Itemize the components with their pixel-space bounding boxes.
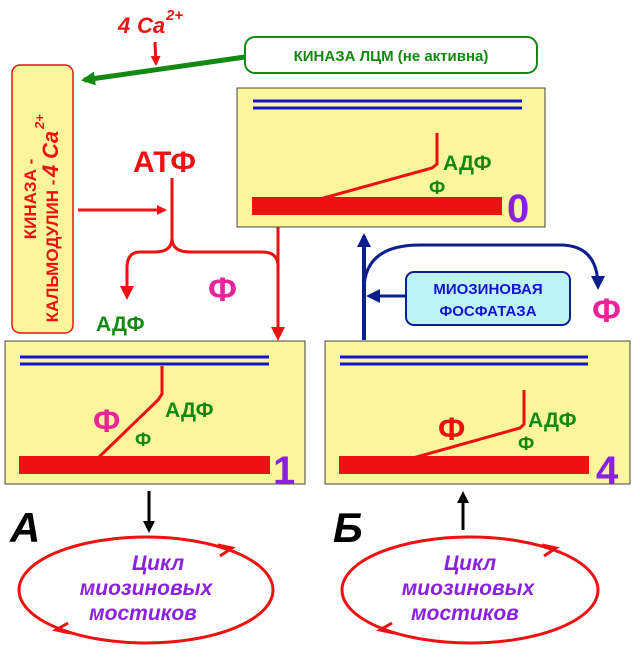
kinase-calmodulin-box [11,64,74,334]
state-4-panel: Ф АДФ Ф 4 [324,340,631,493]
phosphate-release-arrow [362,243,605,291]
state-0-panel: АДФ Ф 0 [236,87,546,231]
state-1-adp: АДФ [165,399,214,422]
cycle-arrowhead-top [541,543,560,558]
kinase-inactive-box [244,36,538,74]
kinase-complex-ion: Ca [38,131,63,159]
panel-label-b: Б [333,504,363,551]
cycle-arrowhead-top [217,543,236,558]
released-phosphate-label: Ф [592,292,621,330]
phosphatase-line1: МИОЗИНОВАЯ [433,281,542,298]
cycle-right: Цикл миозиновых мостиков [340,535,600,645]
cycle-line1: Цикл [444,552,496,575]
state-1-number: 1 [273,449,295,493]
atp-to-adp-arrow [120,237,174,300]
state-4-number: 4 [596,449,619,493]
calcium-label: 4 Ca 2+ [117,7,183,38]
kinase-complex-charge: 2+ [32,114,47,130]
cycle-left: Цикл миозиновых мостиков [17,535,275,645]
calcium-arrow [150,41,161,66]
myosin-filament [339,456,589,474]
calcium-coef: 4 [117,13,130,38]
activation-arrow [81,54,246,86]
kinase-complex-line1: КИНАЗА - [21,159,40,239]
phosphatase-line2: ФОСФАТАЗА [439,303,536,320]
atp-label: АТФ [133,146,196,179]
cycle-line3: мостиков [411,602,519,625]
myosin-head [412,390,526,460]
state-4-bound-phosphate: Ф [438,411,465,447]
transferred-phosphate-label: Ф [208,271,237,309]
kinase-calmodulin-text: КИНАЗА - КАЛЬМОДУЛИН - 4 Ca 2+ [21,114,63,323]
cycle-line3: мостиков [89,602,197,625]
cycle-line2: миозиновых [402,577,536,600]
kinase-complex-line2: КАЛЬМОДУЛИН - [43,180,62,323]
kinase-inactive-label: КИНАЗА ЛЦМ (не активна) [294,48,489,65]
calcium-ion: Ca [137,13,165,38]
state-1-phosphate: Ф [135,430,151,451]
myosin-head [319,133,439,201]
phosphatase-box [405,271,571,326]
myosin-filament [252,197,502,215]
cycle-ellipse [340,535,600,645]
cycle-line2: миозиновых [80,577,214,600]
state-4-phosphate: Ф [518,434,534,455]
cycle-arrowhead-bottom [51,621,71,635]
calcium-charge: 2+ [165,7,183,24]
cycle-line1: Цикл [132,552,184,575]
state-4-adp: АДФ [528,409,577,432]
myosin-head [96,366,164,460]
cycle-ellipse [17,535,275,645]
released-adp-label: АДФ [96,313,145,336]
panel-label-a: А [9,504,40,551]
state-1-bound-phosphate: Ф [93,403,120,439]
myosin-filament [19,456,270,474]
state-0-phosphate: Ф [429,178,445,199]
state-0-number: 0 [507,187,529,231]
state-0-adp: АДФ [443,152,492,175]
cycle-arrowhead-bottom [375,621,395,635]
state-1-panel: Ф АДФ Ф 1 [4,340,306,493]
kinase-complex-coef: 4 [38,165,63,178]
